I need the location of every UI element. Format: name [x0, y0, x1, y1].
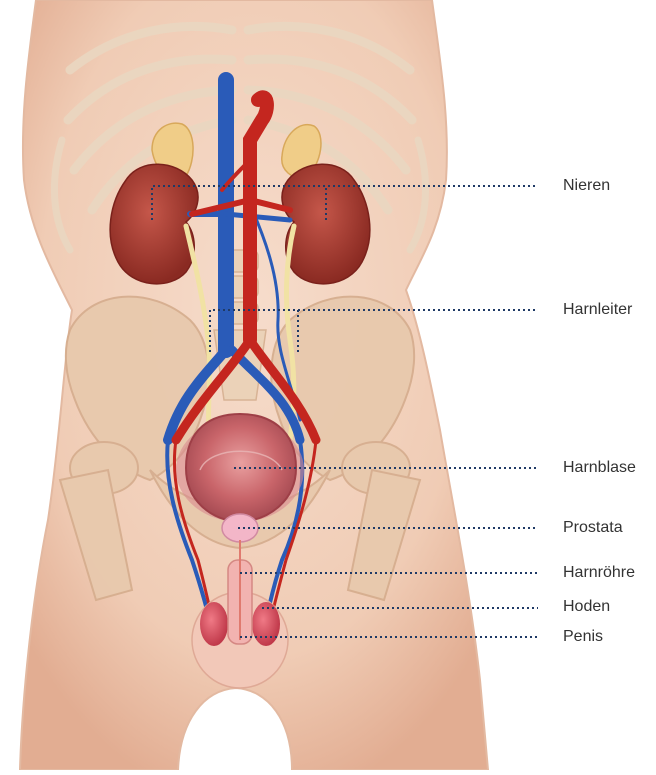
label-penis: Penis	[563, 629, 603, 645]
label-prostate: Prostata	[563, 520, 623, 536]
label-kidneys: Nieren	[563, 178, 610, 194]
label-bladder: Harnblase	[563, 460, 636, 476]
label-testes: Hoden	[563, 599, 610, 615]
label-urethra: Harnröhre	[563, 565, 635, 581]
label-ureters: Harnleiter	[563, 302, 632, 318]
